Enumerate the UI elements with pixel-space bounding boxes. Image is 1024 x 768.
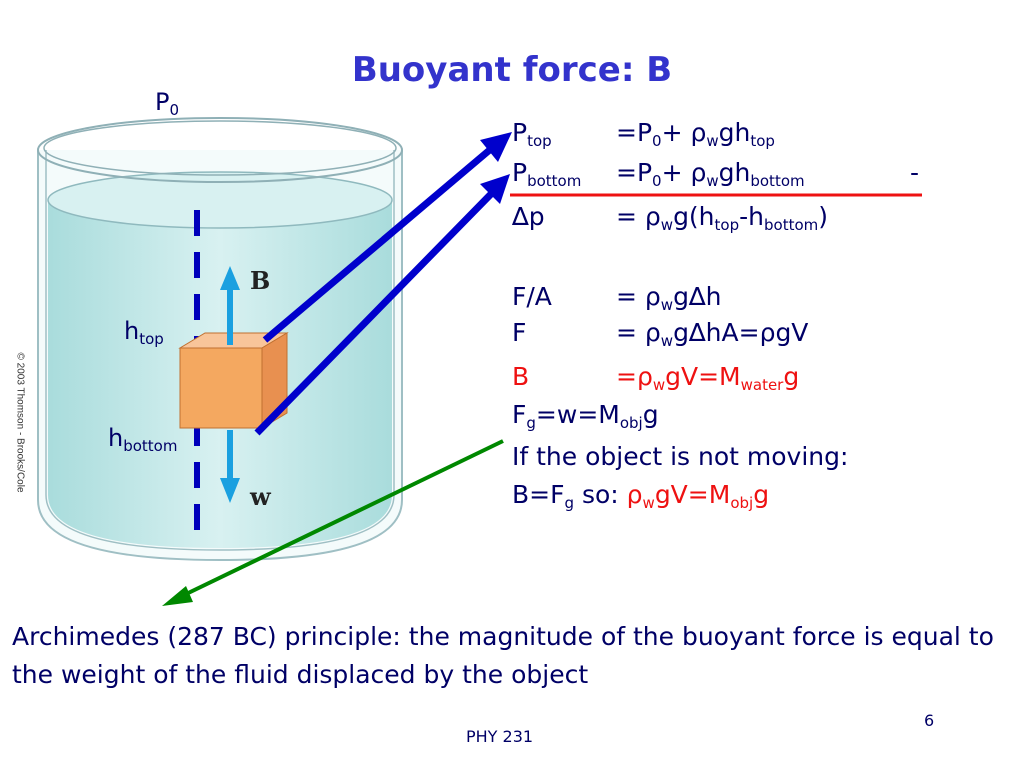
equation-p-top: Ptop =P0+ ρwghtop <box>512 118 775 150</box>
equation-f-over-a: F/A = ρwg∆h <box>512 282 722 314</box>
equation-f: F = ρwg∆hA=ρgV <box>512 318 809 350</box>
blue-arrow-top <box>262 132 512 343</box>
b-label: B <box>250 266 271 295</box>
equation-b: B =ρwgV=Mwaterg <box>512 362 800 394</box>
blue-arrow-bottom <box>254 174 510 436</box>
slide-title: Buoyant force: B <box>351 50 673 90</box>
copyright-note: © 2003 Thomson - Brooks/Cole <box>14 352 26 493</box>
equation-condition: If the object is not moving: <box>512 442 849 471</box>
w-label: w <box>250 482 271 511</box>
p0-label: P0 <box>155 88 180 119</box>
equation-fg: Fg=w=Mobjg <box>512 400 659 432</box>
equation-equilibrium: B=Fg so: ρwgV=Mobjg <box>512 480 770 512</box>
buoyant-force-arrow <box>220 266 240 345</box>
footer-course: PHY 231 <box>466 727 534 746</box>
weight-arrow <box>220 430 240 503</box>
htop-label: htop <box>124 317 164 348</box>
hbottom-label: hbottom <box>108 424 178 455</box>
green-arrow <box>162 439 504 606</box>
submerged-block <box>178 332 289 429</box>
equation-p-bottom: Pbottom =P0+ ρwghbottom - <box>512 158 920 190</box>
archimedes-principle: Archimedes (287 BC) principle: the magni… <box>12 622 994 689</box>
equation-delta-p: ∆p = ρwg(htop-hbottom) <box>512 202 829 234</box>
page-number: 6 <box>924 711 935 730</box>
